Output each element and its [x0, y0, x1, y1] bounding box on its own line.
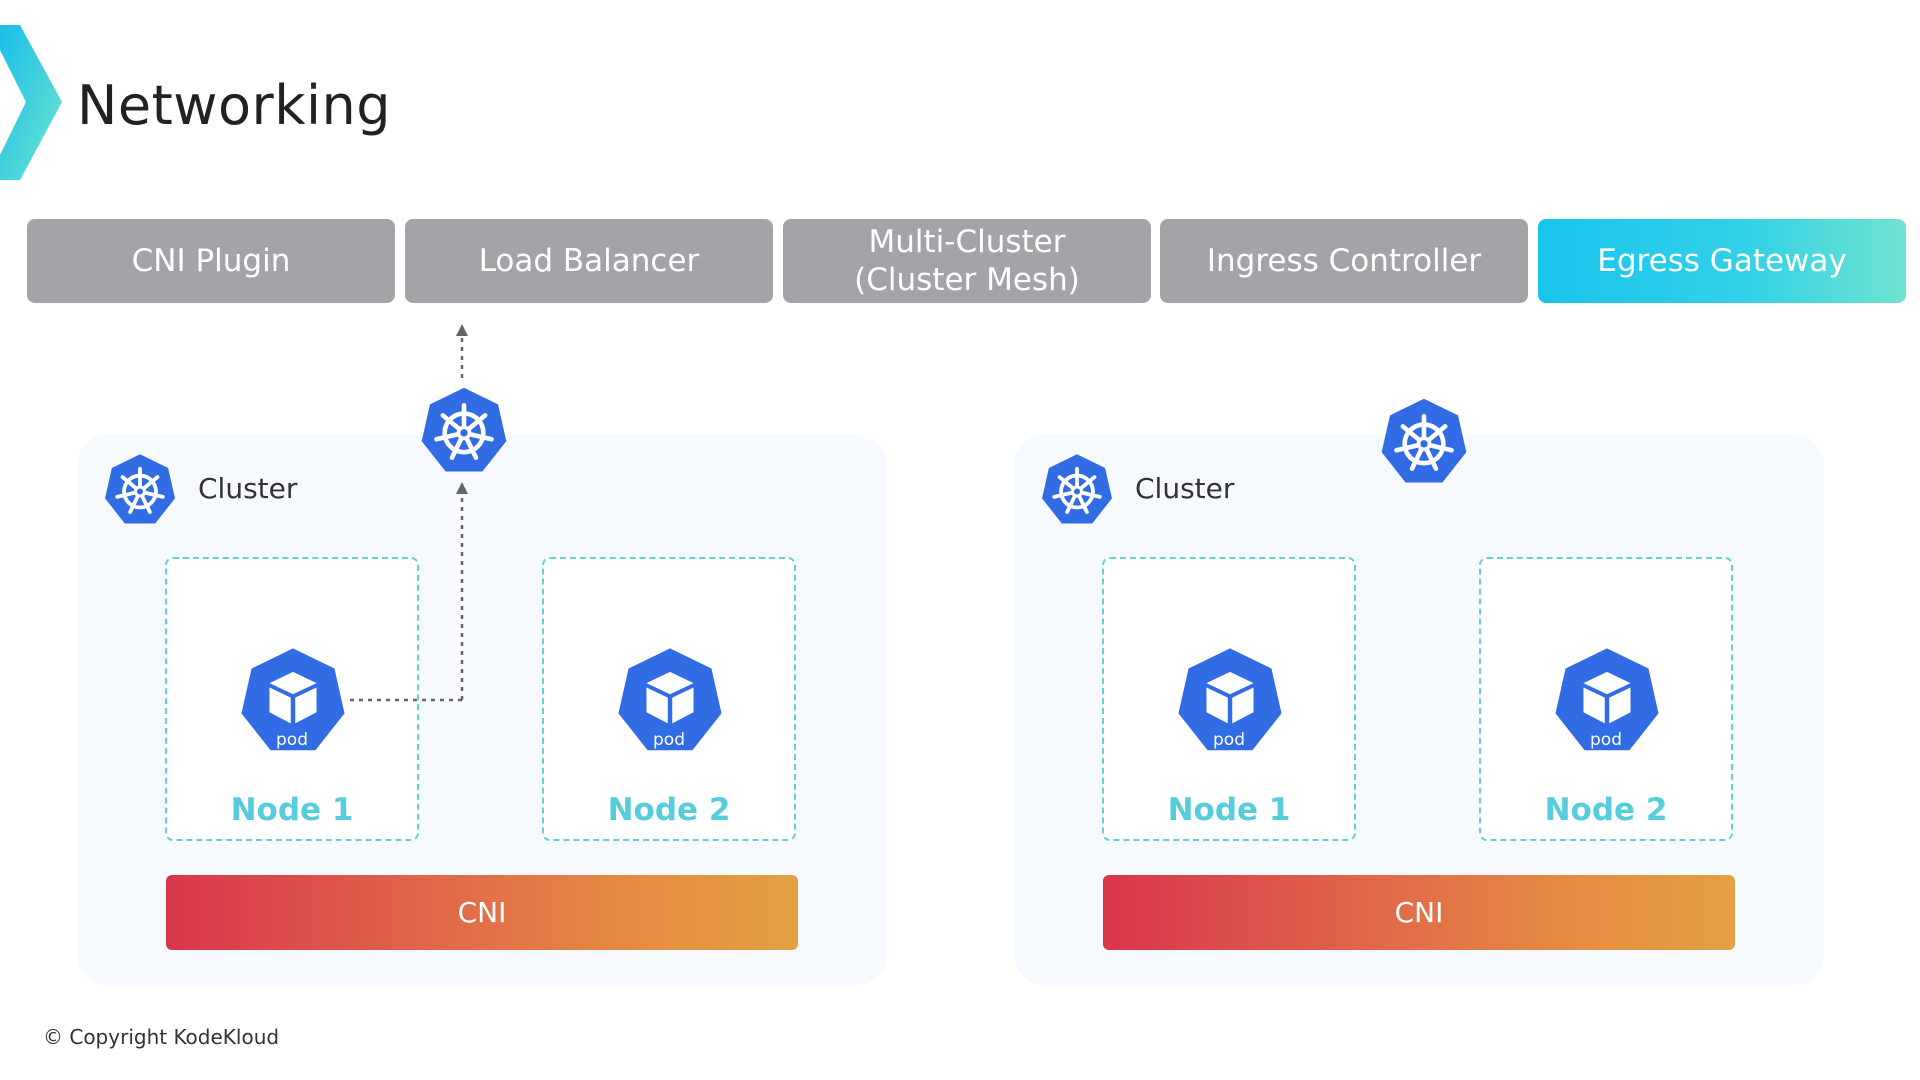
- copyright-text: © Copyright KodeKloud: [43, 1025, 280, 1049]
- chevron-logo-icon: [0, 25, 62, 180]
- node-box[interactable]: pod Node 2: [1479, 557, 1733, 841]
- kubernetes-icon: [1378, 396, 1470, 488]
- egress-path-arrow: [350, 324, 468, 702]
- tab-cni-plugin[interactable]: CNI Plugin: [27, 219, 395, 303]
- tab-multi-cluster[interactable]: Multi-Cluster (Cluster Mesh): [783, 219, 1151, 303]
- pod-label: pod: [1213, 730, 1245, 750]
- cni-bar: CNI: [1103, 875, 1735, 950]
- node-label: Node 1: [230, 792, 354, 828]
- kubernetes-icon: [1039, 452, 1115, 528]
- kubernetes-icon: [102, 452, 178, 528]
- node-label: Node 2: [607, 792, 731, 828]
- node-box[interactable]: pod Node 2: [542, 557, 796, 841]
- pod-label: pod: [1590, 730, 1622, 750]
- cluster-label: Cluster: [1135, 472, 1235, 505]
- node-box[interactable]: pod Node 1: [165, 557, 419, 841]
- slide-title: Networking: [77, 74, 391, 137]
- tab-load-balancer[interactable]: Load Balancer: [405, 219, 773, 303]
- tab-egress-gateway[interactable]: Egress Gateway: [1538, 219, 1906, 303]
- pod-label: pod: [276, 730, 308, 750]
- cni-bar: CNI: [166, 875, 798, 950]
- node-label: Node 1: [1167, 792, 1291, 828]
- node-box[interactable]: pod Node 1: [1102, 557, 1356, 841]
- egress-gateway-kubernetes-icon: [418, 385, 510, 477]
- node-label: Node 2: [1544, 792, 1668, 828]
- tab-ingress-controller[interactable]: Ingress Controller: [1160, 219, 1528, 303]
- cluster-label: Cluster: [198, 472, 298, 505]
- pod-label: pod: [653, 730, 685, 750]
